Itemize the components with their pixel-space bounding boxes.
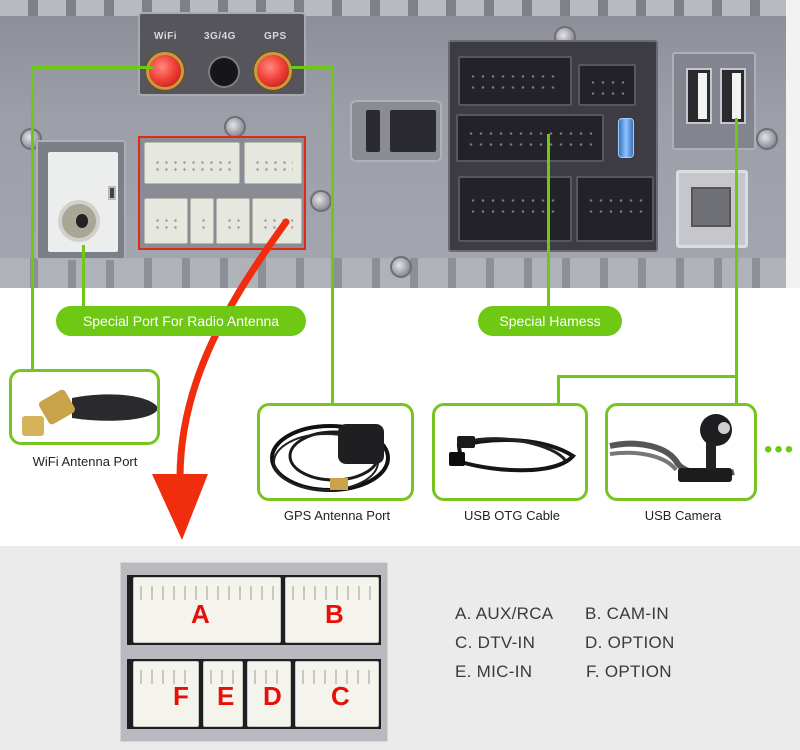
legend-item-e: E. MIC-IN: [455, 662, 533, 681]
black-connector: [456, 114, 604, 162]
gps-callout-line: [290, 66, 334, 69]
radio-callout-line: [82, 245, 85, 307]
connector-d: [247, 661, 291, 727]
camera-port-socket: [691, 187, 731, 227]
mounting-bracket: [350, 100, 442, 162]
3g4g-jack: [208, 56, 240, 88]
port-latch-icon: [108, 186, 116, 200]
white-connector: [252, 198, 302, 244]
connector-letter-b: B: [325, 599, 344, 629]
black-connector: [458, 176, 572, 242]
white-connector: [244, 142, 302, 184]
usb-otg-cable-image: [449, 436, 577, 473]
gps-antenna-image: [270, 424, 390, 492]
3g4g-port-label: 3G/4G: [204, 31, 236, 42]
screw-icon: [390, 256, 412, 278]
connector-closeup: A B F E D C: [120, 562, 388, 742]
usb-callout-line: [735, 118, 738, 404]
black-connector: [576, 176, 654, 242]
connector-c: [295, 661, 379, 727]
gps-antenna-caption: GPS Antenna Port: [283, 508, 391, 523]
gps-antenna-card: [257, 403, 414, 501]
connector-a: [133, 577, 281, 643]
usb-camera-caption: USB Camera: [644, 508, 722, 523]
white-connector: [144, 142, 240, 184]
connector-detail-section: A B F E D C: [0, 546, 800, 750]
usb-camera-card: [605, 403, 757, 501]
radio-antenna-callout: Special Port For Radio Antenna: [56, 306, 306, 336]
antenna-plate: WiFi 3G/4G GPS: [138, 12, 306, 96]
legend-item-f: F. OPTION: [586, 662, 672, 681]
main-harness-connector: [448, 40, 658, 252]
wifi-antenna-caption: WiFi Antenna Port: [32, 454, 138, 469]
more-accessories-indicator: •••: [764, 436, 796, 463]
usb-camera-image: [609, 414, 735, 482]
connector-f: [133, 661, 199, 727]
legend-item-c: C. DTV-IN: [455, 633, 536, 652]
legend-item-b: B. CAM-IN: [585, 604, 669, 623]
radio-antenna-port-housing: [36, 140, 126, 260]
screw-icon: [756, 128, 778, 150]
wifi-port-label: WiFi: [154, 31, 178, 42]
white-connector: [144, 198, 188, 244]
wifi-antenna-image: [22, 389, 157, 436]
harness-callout-line: [547, 134, 550, 306]
socket-hole: [76, 214, 88, 228]
screw-icon: [224, 116, 246, 138]
usb-callout-line: [557, 375, 738, 378]
usb-port-1: [686, 68, 712, 124]
gps-antenna-jack: [254, 52, 292, 90]
head-unit-back-panel: WiFi 3G/4G GPS: [0, 0, 800, 288]
connector-e: [203, 661, 243, 727]
harness-callout: Special Hamess: [478, 306, 622, 336]
red-arrow-head: [152, 474, 208, 540]
bracket-slot: [390, 110, 436, 152]
legend-item-a: A. AUX/RCA: [455, 604, 554, 623]
usb-port-2: [720, 68, 746, 124]
screw-icon: [310, 190, 332, 212]
connector-letter-e: E: [217, 681, 235, 711]
black-connector: [578, 64, 636, 106]
radio-antenna-socket-icon: [58, 200, 100, 242]
wifi-callout-line: [31, 66, 34, 371]
wifi-antenna-card: [9, 369, 160, 445]
black-connector: [458, 56, 572, 106]
usb-otg-cable-card: [432, 403, 588, 501]
connector-b: [285, 577, 379, 643]
gps-callout-line: [331, 66, 334, 404]
connector-letter-d: D: [263, 681, 282, 711]
connector-letter-f: F: [173, 681, 189, 711]
connector-letter-a: A: [191, 599, 210, 629]
usb-callout-line: [557, 375, 560, 405]
white-connector: [190, 198, 214, 244]
gps-port-label: GPS: [264, 31, 287, 42]
usb-otg-cable-caption: USB OTG Cable: [463, 508, 561, 523]
heat-sink-fins: [0, 0, 800, 16]
bracket-slot: [366, 110, 380, 152]
wifi-callout-line: [31, 66, 153, 69]
connector-letter-c: C: [331, 681, 350, 711]
wifi-antenna-jack: [146, 52, 184, 90]
usb-port-housing: [672, 52, 756, 150]
legend-item-d: D. OPTION: [585, 633, 675, 652]
white-connector: [216, 198, 250, 244]
highlighted-connector-block: [138, 136, 306, 250]
fuse-icon: [618, 118, 634, 158]
panel-edge: [786, 0, 800, 288]
radio-antenna-port: [48, 152, 118, 252]
